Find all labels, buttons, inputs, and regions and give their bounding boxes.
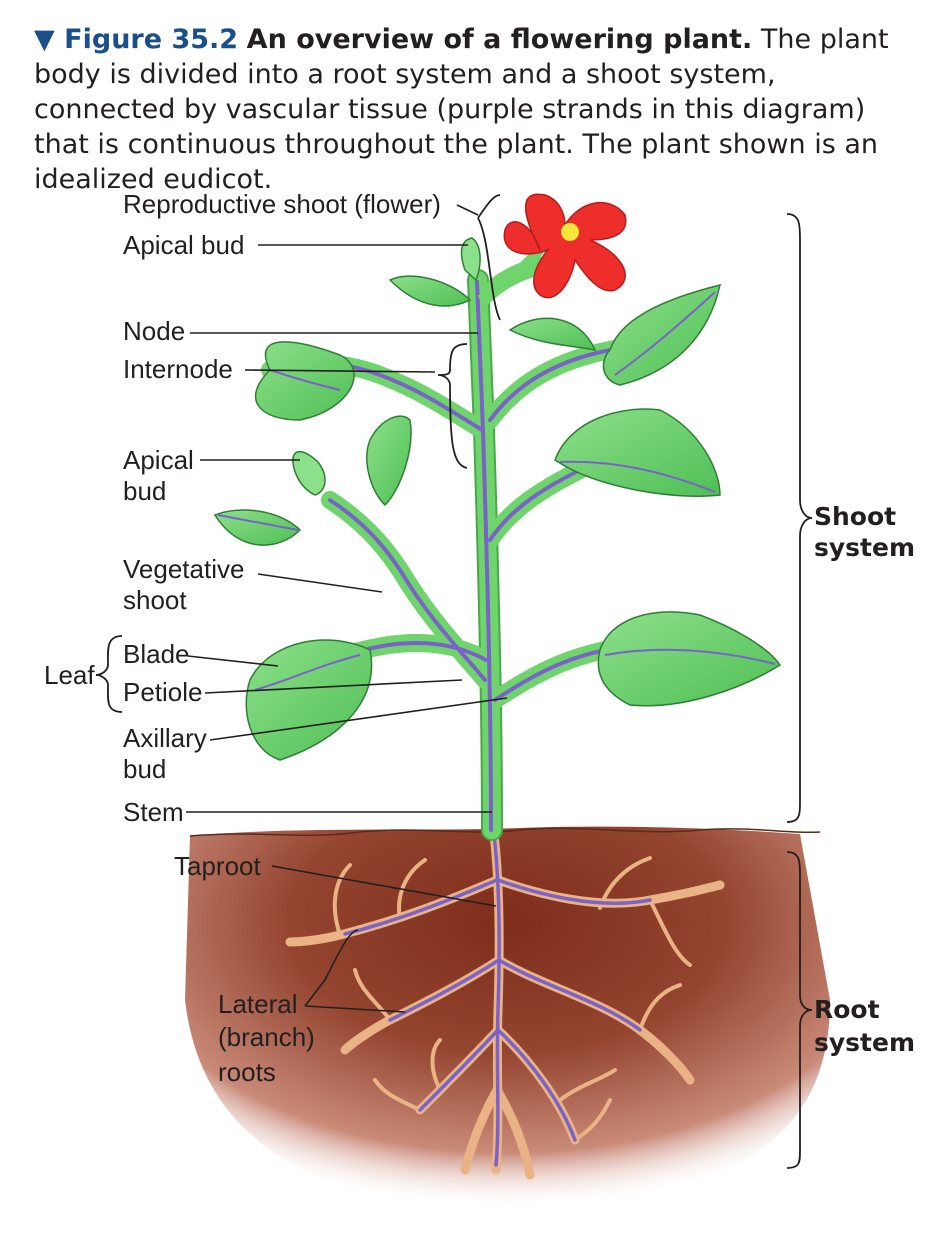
soil	[185, 826, 830, 1210]
figure-number: ▼ Figure 35.2	[34, 24, 239, 55]
label-axillary-bud-line2: bud	[123, 754, 166, 784]
label-root-system-line1: Root	[814, 995, 880, 1024]
label-node: Node	[123, 316, 185, 346]
leaf-lower-right	[597, 611, 782, 707]
apical-bud-top-drawing	[460, 237, 481, 282]
label-taproot: Taproot	[174, 851, 261, 881]
leaf-top-right	[508, 317, 597, 352]
leaf-middle-top	[366, 415, 412, 507]
label-leaf: Leaf	[44, 660, 95, 690]
label-shoot-system-line2: system	[814, 533, 915, 562]
label-lateral-roots-line2: (branch)	[218, 1022, 315, 1052]
root-system-drawing	[285, 821, 725, 1180]
label-apical-bud-top: Apical bud	[123, 230, 244, 260]
label-reproductive-shoot: Reproductive shoot (flower)	[123, 189, 441, 219]
label-vegetative-shoot-line2: shoot	[123, 585, 187, 615]
label-axillary-bud-line1: Axillary	[123, 723, 207, 753]
figure-title: An overview of a flowering plant.	[246, 24, 753, 55]
label-apical-bud-side-line2: bud	[123, 476, 166, 506]
root-system-brace	[786, 851, 813, 1169]
label-petiole: Petiole	[123, 677, 203, 707]
label-stem: Stem	[123, 797, 184, 827]
label-lateral-roots-line3: roots	[218, 1057, 276, 1087]
flower-drawing	[477, 193, 627, 305]
leaf-lower-left	[245, 639, 373, 761]
shoot-system-brace	[786, 213, 813, 823]
label-vegetative-shoot-line1: Vegetative	[123, 554, 244, 584]
leader-lines	[95, 194, 813, 1169]
labels: Reproductive shoot (flower) Apical bud N…	[44, 189, 915, 1087]
label-shoot-system-line1: Shoot	[814, 502, 896, 531]
leaves	[213, 237, 782, 761]
apical-bud-side-drawing	[292, 450, 326, 496]
figure-caption: ▼ Figure 35.2 An overview of a flowering…	[34, 22, 904, 197]
label-root-system-line2: system	[814, 1028, 915, 1057]
figure-description: The plant body is divided into a root sy…	[34, 24, 889, 195]
label-blade: Blade	[123, 639, 190, 669]
label-internode: Internode	[123, 354, 233, 384]
label-lateral-roots-line1: Lateral	[218, 989, 298, 1019]
leaf-middle-right	[554, 408, 721, 497]
label-apical-bud-side-line1: Apical	[123, 445, 194, 475]
leaf-upper-right	[602, 283, 721, 386]
leaf-top-left	[388, 275, 472, 307]
leaf-veins	[217, 291, 776, 691]
